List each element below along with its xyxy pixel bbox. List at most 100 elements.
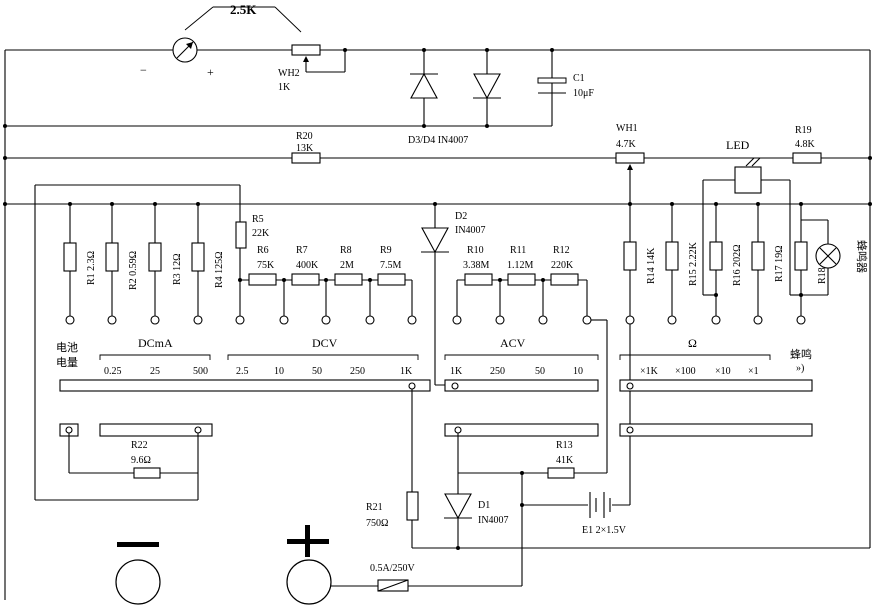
r22-name: R22 (131, 440, 148, 451)
e1-label: E1 2×1.5V (582, 525, 627, 536)
r13-value: 41K (556, 455, 574, 466)
acv-tick-3: 10 (573, 366, 583, 377)
acv-tick-1: 250 (490, 366, 505, 377)
selector-bars (59, 379, 813, 437)
c1: C1 10μF (537, 48, 594, 99)
r8-name: R8 (340, 245, 352, 256)
wh1-value: 4.7K (616, 139, 637, 150)
r12-value: 220K (551, 260, 574, 271)
dcma-title: DCmA (138, 336, 173, 350)
wh1: WH1 4.7K (615, 123, 645, 505)
acv-title: ACV (500, 336, 526, 350)
range-headers: 电池 电量 DCmA 0.25 25 500 DCV 2.5 10 50 250… (56, 336, 812, 377)
meter-plus: + (207, 65, 214, 79)
r3-label: R3 12Ω (172, 253, 183, 285)
dcv-title: DCV (312, 336, 338, 350)
r11-value: 1.12M (507, 260, 534, 271)
r19-value: 4.8K (795, 139, 816, 150)
r22-value: 9.6Ω (131, 455, 151, 466)
dcma-tick-1: 25 (150, 366, 160, 377)
shunts: R1 2.3Ω R2 0.59Ω R3 12Ω R4 125Ω (63, 202, 225, 325)
c1-value: 10μF (573, 88, 594, 99)
d3-d4: D3/D4 IN4007 (408, 48, 501, 146)
acv-chain: R10 3.38M R11 1.12M R12 220K (452, 245, 608, 473)
d2: D2 IN4007 (421, 202, 486, 386)
r20-value: 13K (296, 143, 314, 154)
acv-tick-2: 50 (535, 366, 545, 377)
r20-name: R20 (296, 131, 313, 142)
r8-value: 2M (340, 260, 354, 271)
r14-label: R14 14K (646, 247, 657, 284)
r15-label: R15 2.22K (688, 241, 699, 286)
dcv-tick-2: 50 (312, 366, 322, 377)
battery-line1: 电池 (56, 341, 78, 354)
dcv-tick-3: 250 (350, 366, 365, 377)
r9-value: 7.5M (380, 260, 402, 271)
acv-tick-0: 1K (450, 366, 463, 377)
dcma-tick-0: 0.25 (104, 366, 122, 377)
wh2: WH2 1K (278, 44, 347, 93)
buzzer-label: 蜂鸣器 (855, 240, 869, 273)
r1-label: R1 2.3Ω (86, 251, 97, 285)
selector-bar-acv[interactable] (444, 379, 599, 392)
d34-label: D3/D4 IN4007 (408, 135, 468, 146)
r10-name: R10 (467, 245, 484, 256)
selector-bar-r22[interactable] (99, 423, 213, 437)
d1-name: D1 (478, 500, 490, 511)
wh1-name: WH1 (616, 123, 638, 134)
r20-line: R20 13K (3, 131, 872, 164)
dcv-tick-1: 10 (274, 366, 284, 377)
dcv-tick-4: 1K (400, 366, 413, 377)
beep-title: 蜂鸣 (790, 347, 812, 361)
dcv-tick-0: 2.5 (236, 366, 249, 377)
r5-name: R5 (252, 214, 264, 225)
r21-value: 750Ω (366, 518, 388, 529)
c1-name: C1 (573, 73, 585, 84)
negative-terminal[interactable] (115, 559, 161, 605)
r10-value: 3.38M (463, 260, 490, 271)
r9-name: R9 (380, 245, 392, 256)
r2-label: R2 0.59Ω (128, 251, 139, 290)
selector-bar-dc[interactable] (59, 379, 431, 392)
r13-name: R13 (556, 440, 573, 451)
r21-name: R21 (366, 502, 383, 513)
r5-value: 22K (252, 228, 270, 239)
d2-name: D2 (455, 211, 467, 222)
r6-name: R6 (257, 245, 269, 256)
selector-bar-d1[interactable] (444, 423, 599, 437)
fuse-label: 0.5A/250V (370, 563, 416, 574)
selector-bar-ohm[interactable] (619, 379, 813, 392)
ohm-tick-3: ×1 (748, 366, 759, 377)
r17-label: R17 19Ω (774, 245, 785, 282)
ohm-tick-0: ×1K (640, 366, 659, 377)
r7-value: 400K (296, 260, 319, 271)
r12-name: R12 (553, 245, 570, 256)
dcv-chain: R5 22K R6 75K R7 400K R8 2M R9 7.5M (235, 214, 417, 325)
meter-minus: − (140, 63, 147, 77)
r11-name: R11 (510, 245, 526, 256)
d2-value: IN4007 (455, 225, 486, 236)
ohm-tick-2: ×10 (715, 366, 731, 377)
r19-name: R19 (795, 125, 812, 136)
r7-name: R7 (296, 245, 308, 256)
d1-value: IN4007 (478, 515, 509, 526)
ohm-title: Ω (688, 336, 697, 350)
main-bus (3, 184, 872, 500)
top-loop (3, 49, 871, 548)
speaker-icon: ») (796, 363, 804, 374)
meter-value: 2.5K (230, 2, 257, 17)
r6-value: 75K (257, 260, 275, 271)
r4-label: R4 125Ω (214, 251, 225, 288)
ohm-tick-1: ×100 (675, 366, 696, 377)
lower-circuit: R22 9.6Ω R13 41K R21 750Ω D1 IN4007 E1 2… (35, 389, 870, 586)
led-name: LED (726, 138, 750, 152)
positive-terminal[interactable] (286, 559, 332, 605)
r16-label: R16 202Ω (732, 244, 743, 286)
wh2-name: WH2 (278, 68, 300, 79)
probe-terminals: 0.5A/250V (4, 525, 522, 605)
selector-bar-e1[interactable] (619, 423, 813, 437)
dcma-tick-2: 500 (193, 366, 208, 377)
ohm-chain: R14 14K R15 2.22K R16 202Ω R17 19Ω R18 3… (623, 202, 869, 325)
led: LED (702, 138, 791, 295)
